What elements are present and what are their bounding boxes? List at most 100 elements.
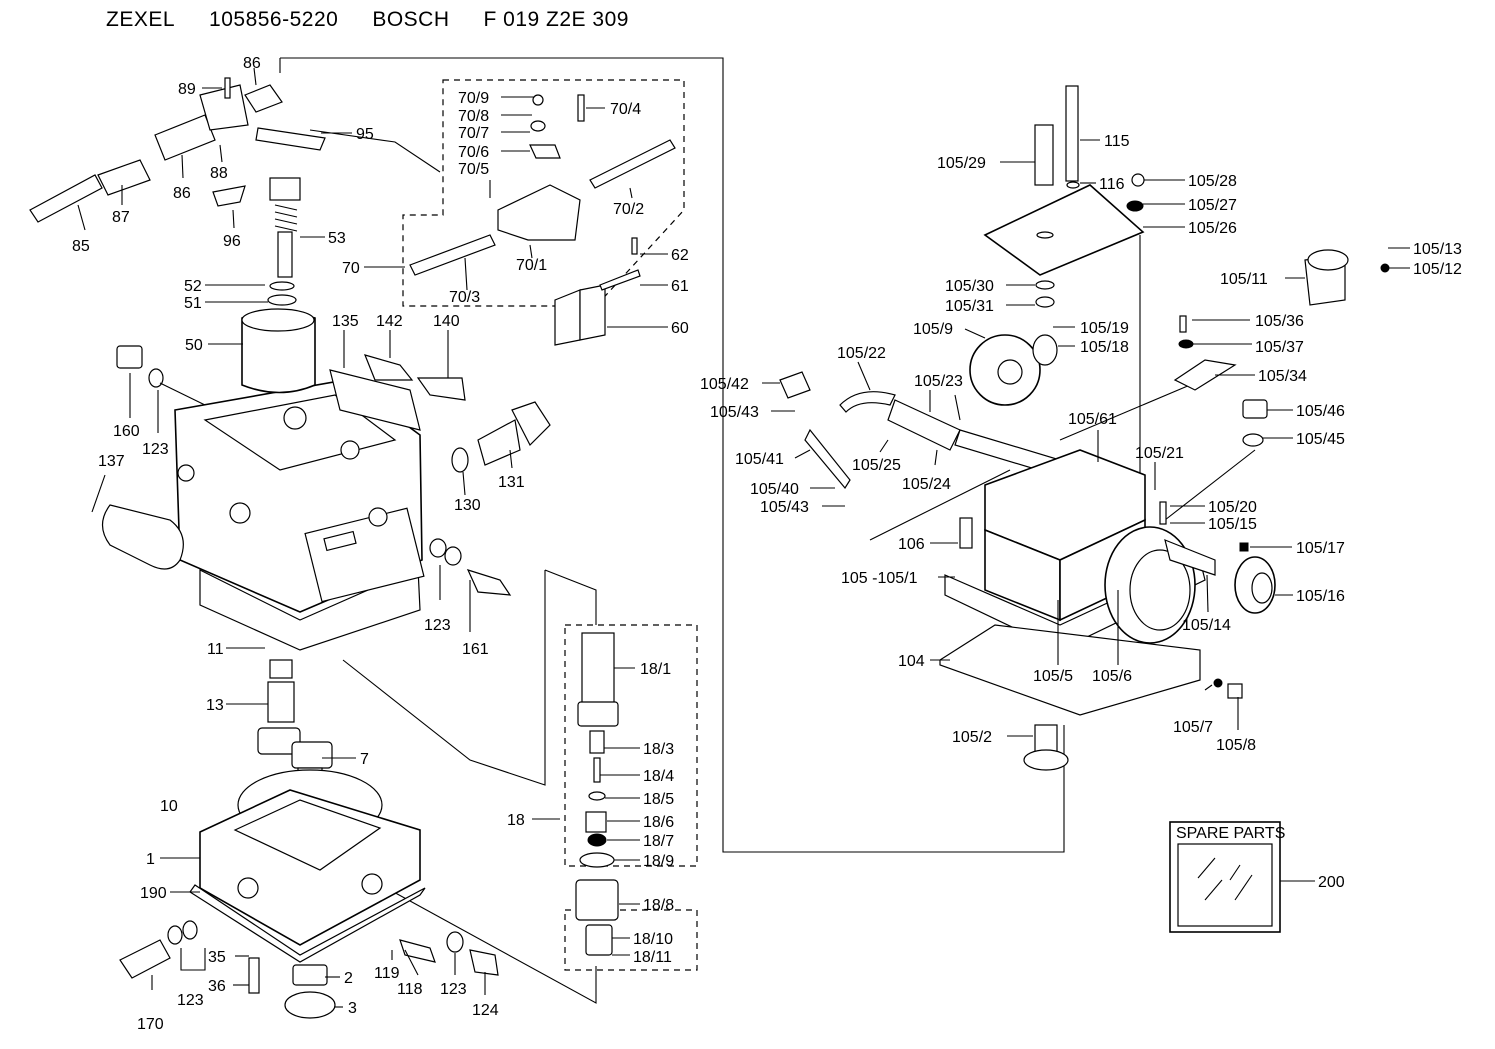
pump-housing-11 [174,379,425,651]
callout-105-26: 105/26 [1188,220,1237,237]
callout-123: 123 [424,617,451,634]
delivery-valve-group-18 [575,632,619,956]
cover-plate-137 [101,504,184,570]
callout-105-18: 105/18 [1080,339,1129,356]
gasket-104 [939,624,1201,716]
callout-7: 7 [360,751,369,768]
callout-52: 52 [184,278,202,295]
cover-105-26 [983,184,1145,276]
callout-131: 131 [498,474,525,491]
callout-105-12: 105/12 [1413,261,1462,278]
callout-105-24: 105/24 [902,476,951,493]
callout-124: 124 [472,1002,499,1019]
callout-135: 135 [332,313,359,330]
callout-105-14: 105/14 [1182,617,1231,634]
callout-104: 104 [898,653,925,670]
callout-123: 123 [177,992,204,1009]
plug-105-2 [1023,724,1069,771]
callout-50: 50 [185,337,203,354]
callout-105-5: 105/5 [1033,668,1073,685]
pump-flange-1 [189,789,426,963]
callout-105-16: 105/16 [1296,588,1345,605]
callout-95: 95 [356,126,374,143]
callout-11: 11 [207,641,224,658]
lower-fittings [119,920,499,1019]
callout-105-20: 105/20 [1208,499,1257,516]
callout-105-2: 105/2 [952,729,992,746]
callout-105-9: 105/9 [913,321,953,338]
callout-105-34: 105/34 [1258,368,1307,385]
spare-parts-title: SPARE PARTS [1176,825,1285,842]
callout-105-46: 105/46 [1296,403,1345,420]
callout-2: 2 [344,970,353,987]
governor-housing-105 [944,449,1216,651]
callout-105-42: 105/42 [700,376,749,393]
callout-86: 86 [243,55,261,72]
callout-105-31: 105/31 [945,298,994,315]
gear-105-9 [969,280,1058,406]
callout-86: 86 [173,185,191,202]
callout-190: 190 [140,885,167,902]
callout-labels: 89 86 86 95 87 88 85 96 53 52 51 50 160 … [72,55,1462,1033]
callout-10: 10 [160,798,178,815]
callout-105-30: 105/30 [945,278,994,295]
callout-70-2: 70/2 [613,201,644,218]
callout-105-43: 105/43 [760,499,809,516]
callout-85: 85 [72,238,90,255]
maker-label: BOSCH [372,8,450,31]
callout-137: 137 [98,453,125,470]
callout-130: 130 [454,497,481,514]
callout-105-21: 105/21 [1135,445,1184,462]
shaft-105-22-25 [779,371,1061,490]
callout-18-10: 18/10 [633,931,673,948]
callout-18-5: 18/5 [643,791,674,808]
callout-88: 88 [210,165,228,182]
callout-62: 62 [671,247,689,264]
drive-gear-13 [257,659,301,755]
callout-18-7: 18/7 [643,833,674,850]
callout-119: 119 [374,965,400,982]
callout-18-6: 18/6 [643,814,674,831]
callout-116: 116 [1099,176,1125,193]
bracket-105-11 [1304,249,1390,306]
callout-1: 1 [146,851,155,868]
callout-105-27: 105/27 [1188,197,1237,214]
callout-105-11: 105/11 [1220,271,1268,288]
bosch-number: F 019 Z2E 309 [483,8,629,31]
callout-60: 60 [671,320,689,337]
callout-105-28: 105/28 [1188,173,1237,190]
callout-118: 118 [397,981,423,998]
callout-18-9: 18/9 [643,853,674,870]
governor-cap-50 [241,281,316,394]
callout-170: 170 [137,1016,164,1033]
callout-161: 161 [462,641,489,658]
callout-105-8: 105/8 [1216,737,1256,754]
callout-53: 53 [328,230,346,247]
callout-18-11: 18/11 [633,949,672,966]
callout-106: 106 [898,536,925,553]
callout-3: 3 [348,1000,357,1017]
callout-70-5: 70/5 [458,161,489,178]
callout-105-15: 105/15 [1208,516,1257,533]
callout-96: 96 [223,233,241,250]
callout-36: 36 [208,978,226,995]
callout-123: 123 [142,441,169,458]
screws-115-116-29 [1034,85,1145,212]
callout-70-1: 70/1 [516,257,547,274]
spring-assembly-53 [269,177,301,278]
leader-lines [77,67,1410,1008]
callout-105-19: 105/19 [1080,320,1129,337]
callout-105-40: 105/40 [750,481,799,498]
callout-18-4: 18/4 [643,768,674,785]
callout-18-3: 18/3 [643,741,674,758]
knob-105-16 [1234,542,1276,614]
callout-140: 140 [433,313,460,330]
callout-51: 51 [184,295,202,312]
callout-70: 70 [342,260,360,277]
callout-105-105-1: 105 -105/1 [841,570,918,587]
left-fittings [116,345,551,596]
spare-parts-box: SPARE PARTS [1169,821,1315,933]
part-number: 105856-5220 [209,8,339,31]
callout-87: 87 [112,209,130,226]
